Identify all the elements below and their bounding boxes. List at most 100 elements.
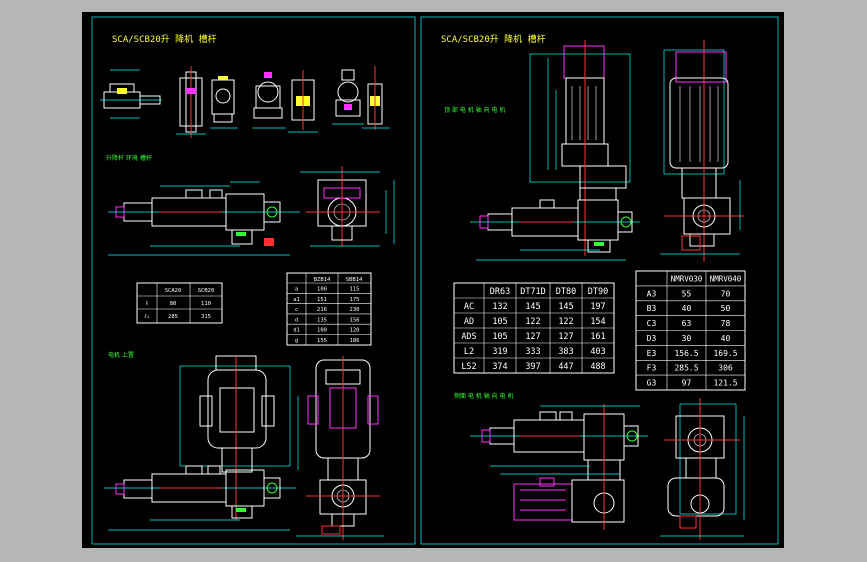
small-table-h1: SCA20 [165,288,182,294]
housing-table-cell: 156 [350,317,360,323]
nmrv-motor-front-view [660,40,744,262]
housing-table-cell: 100 [317,328,327,334]
motor-table-cell: LS2 [461,362,476,372]
housing-table-h2: SBB14 [346,277,363,283]
motor-table-cell: 488 [590,362,605,372]
nmrv-table-cell: 306 [718,364,733,373]
nmrv-table-cell: A3 [647,289,657,298]
housing-table-cell: 230 [350,307,360,313]
nmrv-table-cell: 78 [721,319,731,328]
nmrv-table-header: NMRV030 [671,275,703,284]
right-section-label-2: 侧面 电 机 轴 向 电 机 [454,392,513,400]
housing-table-cell: 120 [350,328,360,334]
vertical-motor-jack-view [470,40,640,261]
right-sheet-frame [420,16,779,545]
motor-table-cell: ADS [461,332,476,342]
side-motor-front-view [660,398,745,540]
housing-table-cell: d1 [293,328,300,334]
motor-table-cell: 127 [558,332,573,342]
motor-table-cell: 319 [492,347,507,357]
nmrv-table-cell: 169.5 [713,349,737,358]
left-section-label-2: 电机 上置 [108,351,134,359]
housing-table-cell: 100 [317,287,327,293]
nmrv-table-header: NMRV040 [710,275,742,284]
motor-table-header: DT80 [556,287,576,297]
motor-table-cell: 105 [492,332,507,342]
motor-table-cell: 447 [558,362,573,372]
small-table-r1c1: 285 [168,314,178,320]
motor-table-header: DR63 [490,287,510,297]
housing-table-cell: d [295,317,298,323]
right-sheet-title: SCA/SCB20升 降机 槽杆 [441,33,546,45]
housing-table-cell: 175 [350,297,360,303]
nmrv-table-cell: D3 [647,334,657,343]
nmrv-table-cell: 121.5 [713,379,737,388]
motor-table-cell: 145 [558,302,573,312]
small-table-r0c1: 80 [170,301,177,307]
variant-2 [176,66,206,138]
small-table-h2: SCB20 [198,288,215,294]
housing-table-cell: g [295,338,298,344]
housing-table-cell: 186 [350,338,360,344]
motor-table-cell: 105 [492,317,507,327]
housing-table-cell: 216 [317,307,327,313]
side-motor-assembly [470,404,648,530]
housing-table-rows: a 100 115 a1 151 175 c 216 230 d 135 156 d1 100 120 g 15… [293,287,359,345]
left-sheet-frame [91,16,416,545]
small-table-r1c2: 315 [201,314,211,320]
motor-front-view [296,356,384,540]
motor-table-cell: 383 [558,347,573,357]
housing-table-h1: BZB14 [314,277,331,283]
variant-3 [210,76,238,129]
small-table-r1c0: ℓ₁ [144,314,150,320]
nmrv-table-cell: F3 [647,364,657,373]
housing-table-cell: 115 [350,287,360,293]
motor-table-cell: AD [464,317,474,327]
nmrv-table-cell: G3 [647,379,657,388]
variant-5 [288,70,318,133]
nmrv-table-cell: 55 [682,289,692,298]
motor-table-header: DT71D [520,287,546,297]
left-sheet-title: SCA/SCB20升 降机 槽杆 [112,33,217,45]
nmrv-table-cell: 70 [721,289,731,298]
motor-table-cell: 122 [558,317,573,327]
nmrv-table-cell: E3 [647,349,657,358]
motor-table-cell: AC [464,302,474,312]
motor-table-cell: 127 [525,332,540,342]
right-section-label-1: 顶 部 电 机 轴 向 电 机 [444,106,505,114]
nmrv-table-cell: 40 [682,304,692,313]
nmrv-table-cell: C3 [647,319,657,328]
variant-6 [332,69,364,125]
nmrv-table-cell: 156.5 [674,349,698,358]
housing-table-cell: a1 [293,297,300,303]
motor-table-cell: L2 [464,347,474,357]
mounting-variants-row [100,66,390,138]
motor-table-cell: 397 [525,362,540,372]
motor-table-cell: 333 [525,347,540,357]
motor-table-cell: 374 [492,362,507,372]
screw-jack-side-view [108,181,300,256]
housing-table-cell: 151 [317,297,327,303]
housing-table-cell: a [295,287,298,293]
motor-table-cell: 132 [492,302,507,312]
motor-table-header: DT90 [588,287,608,297]
motor-jack-side-view [104,355,299,531]
motor-table-cell: 122 [525,317,540,327]
variant-4 [252,72,286,129]
motor-table-cell: 145 [525,302,540,312]
nmrv-table-cell: 285.5 [674,364,698,373]
stroke-length-table: SCA20 SCB20 ℓ 80 110 ℓ₁ 285 315 [136,282,223,324]
nmrv-table-cell: 97 [682,379,692,388]
housing-dimension-table: BZB14 SBB14 a 100 115 a1 151 175 c 216 230 d 135 15… [286,272,372,346]
nmrv-table-cell: 30 [682,334,692,343]
motor-table-cell: 197 [590,302,605,312]
housing-table-cell: 135 [317,317,327,323]
housing-table-cell: c [295,307,298,313]
small-table-r0c0: ℓ [146,301,149,307]
nmrv-table-cell: 40 [721,334,731,343]
housing-table-cell: 155 [317,338,327,344]
variant-7 [362,66,390,130]
